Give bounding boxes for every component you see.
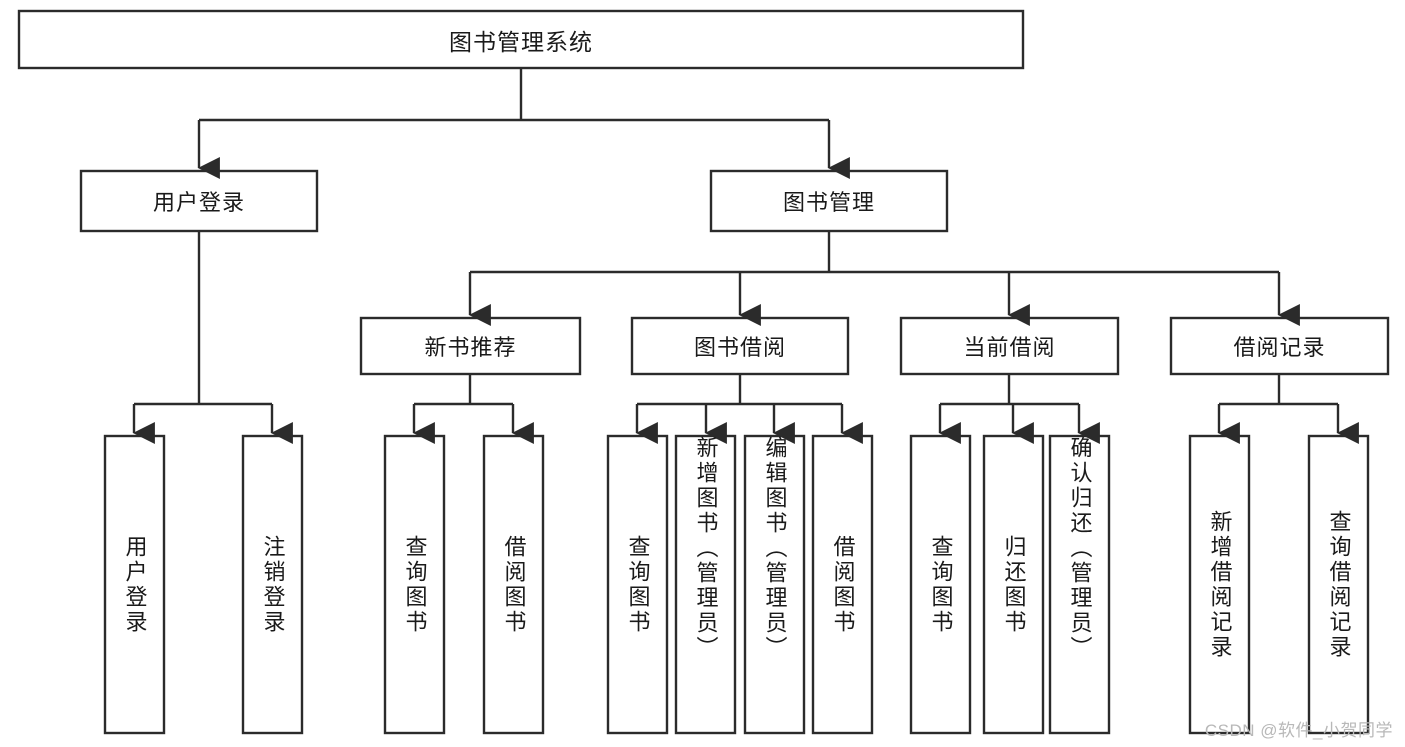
node-box-book-management[interactable] — [709, 169, 949, 233]
node-box-leaf-query-book-2[interactable] — [606, 434, 669, 735]
node-box-leaf-edit-book-admin[interactable] — [743, 434, 806, 735]
node-box-leaf-add-book-admin[interactable] — [674, 434, 737, 735]
node-box-new-book-recommend[interactable] — [359, 316, 582, 376]
node-box-borrow-record[interactable] — [1169, 316, 1390, 376]
node-box-book-borrow[interactable] — [630, 316, 850, 376]
node-box-leaf-borrow-book-2[interactable] — [811, 434, 874, 735]
node-box-root[interactable] — [17, 9, 1025, 70]
node-box-leaf-query-borrow-record[interactable] — [1307, 434, 1370, 735]
node-box-leaf-borrow-book-1[interactable] — [482, 434, 545, 735]
node-box-user-login[interactable] — [79, 169, 319, 233]
node-box-leaf-query-book-3[interactable] — [909, 434, 972, 735]
node-box-leaf-user-login[interactable] — [103, 434, 166, 735]
node-box-leaf-add-borrow-record[interactable] — [1188, 434, 1251, 735]
node-box-leaf-confirm-return-admin[interactable] — [1048, 434, 1111, 735]
node-box-current-borrow[interactable] — [899, 316, 1120, 376]
node-box-leaf-query-book-1[interactable] — [383, 434, 446, 735]
node-box-leaf-logout[interactable] — [241, 434, 304, 735]
node-box-leaf-return-book[interactable] — [982, 434, 1045, 735]
watermark-text: CSDN @软件_小贺同学 — [1204, 721, 1393, 740]
